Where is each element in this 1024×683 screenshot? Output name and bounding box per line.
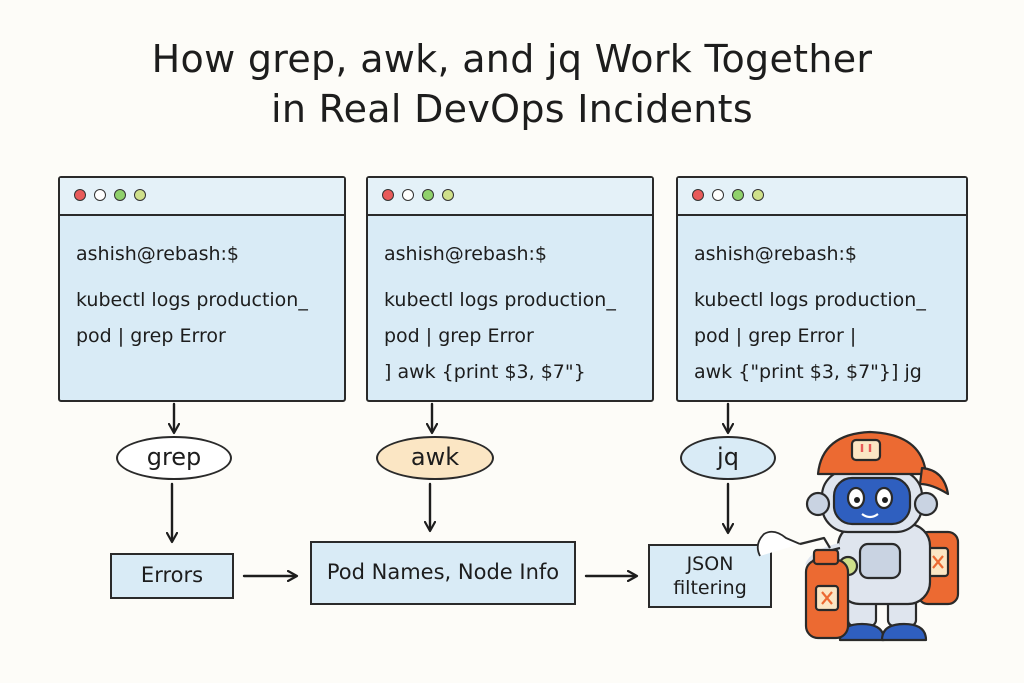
- green-dot-icon: [114, 189, 126, 201]
- output-json-filtering: JSON filtering: [648, 544, 772, 608]
- tool-grep: grep: [116, 436, 232, 480]
- red-dot-icon: [74, 189, 86, 201]
- command-line: pod | grep Error: [384, 325, 534, 347]
- command-line: ] awk {print $3, $7"}: [384, 361, 586, 383]
- output-json-label: JSON: [686, 553, 734, 575]
- white-dot-icon: [712, 189, 724, 201]
- terminal-prompt: ashish@rebash:$: [76, 243, 240, 265]
- window-title-bar: [60, 178, 344, 216]
- window-title-bar: [678, 178, 966, 216]
- title-line-1: How grep, awk, and jq Work Together: [151, 37, 873, 81]
- terminal-prompt: ashish@rebash:$: [384, 243, 548, 265]
- robot-firefighter-icon: [805, 430, 960, 642]
- white-dot-icon: [402, 189, 414, 201]
- output-filtering-label: filtering: [673, 577, 747, 599]
- command-line: pod | grep Error |: [694, 325, 857, 347]
- page-title: How grep, awk, and jq Work Together in R…: [0, 34, 1024, 134]
- yellowgreen-dot-icon: [752, 189, 764, 201]
- tool-jq: jq: [680, 436, 776, 480]
- red-dot-icon: [692, 189, 704, 201]
- terminal-prompt: ashish@rebash:$: [694, 243, 858, 265]
- output-pod-names: Pod Names, Node Info: [310, 541, 576, 605]
- terminal-grep: ashish@rebash:$ kubectl logs production_…: [58, 176, 346, 402]
- tool-awk: awk: [376, 436, 494, 480]
- title-line-2: in Real DevOps Incidents: [271, 87, 753, 131]
- output-pod-names-label: Pod Names, Node Info: [326, 560, 560, 584]
- command-line: pod | grep Error: [76, 325, 226, 347]
- green-dot-icon: [732, 189, 744, 201]
- terminal-jq: ashish@rebash:$ kubectl logs production_…: [676, 176, 968, 402]
- command-line: kubectl logs production_: [694, 289, 926, 311]
- command-line: kubectl logs production_: [384, 289, 616, 311]
- window-title-bar: [368, 178, 652, 216]
- yellowgreen-dot-icon: [134, 189, 146, 201]
- terminal-awk: ashish@rebash:$ kubectl logs production_…: [366, 176, 654, 402]
- red-dot-icon: [382, 189, 394, 201]
- command-line: kubectl logs production_: [76, 289, 308, 311]
- yellowgreen-dot-icon: [442, 189, 454, 201]
- green-dot-icon: [422, 189, 434, 201]
- fire-extinguisher-icon: [756, 530, 850, 640]
- command-line: awk {"print $3, $7"}] jg: [694, 361, 922, 383]
- output-errors-label: Errors: [140, 563, 204, 587]
- white-dot-icon: [94, 189, 106, 201]
- output-errors: Errors: [110, 553, 234, 599]
